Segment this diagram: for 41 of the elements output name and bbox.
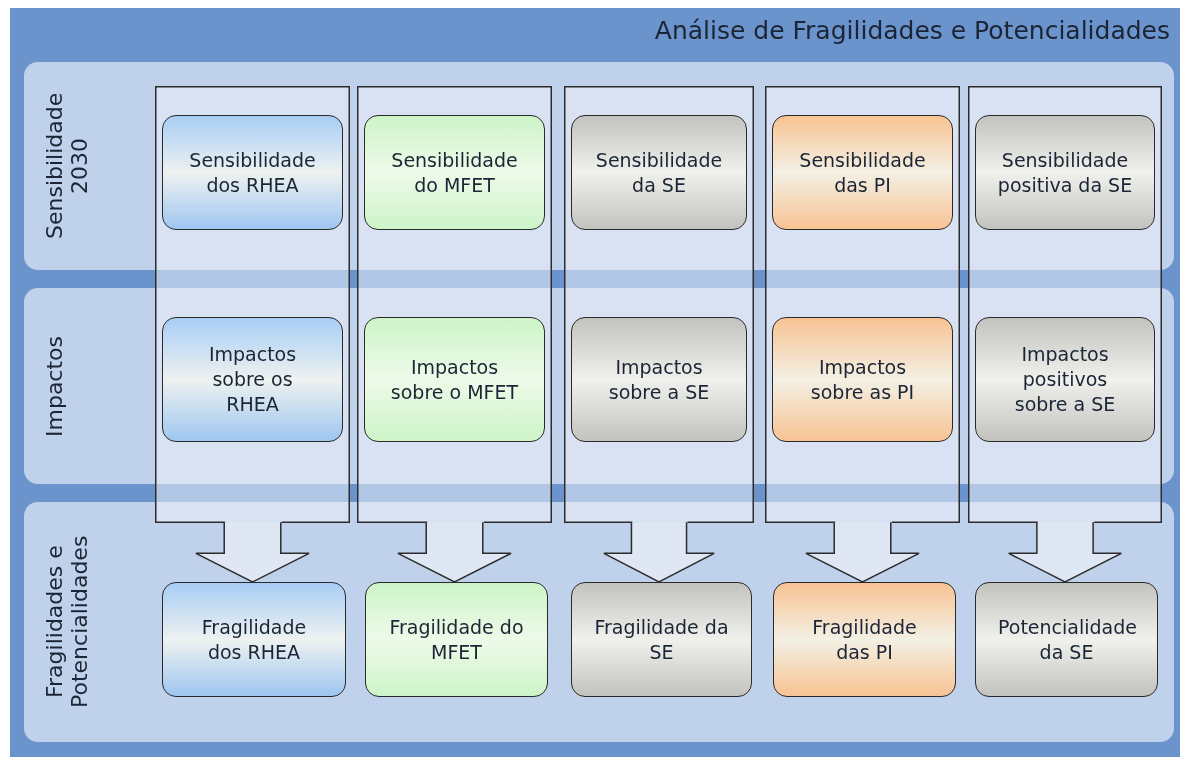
box-label: Impactos sobre a SE — [607, 354, 711, 405]
box-label: Impactos sobre as PI — [809, 354, 916, 405]
process-box — [571, 317, 747, 442]
block-arrow — [1008, 521, 1122, 583]
row-label: Fragilidades e Potencialidades — [42, 534, 93, 711]
box-label: Fragilidade dos RHEA — [200, 614, 308, 665]
box-label: Impactos sobre o MFET — [389, 354, 520, 405]
box-label: Sensibilidade dos RHEA — [188, 147, 317, 198]
block-arrow — [397, 521, 512, 583]
box-label: Fragilidade das PI — [811, 614, 918, 665]
block-arrow — [195, 521, 310, 583]
process-box — [772, 317, 953, 442]
box-label: Impactos sobre os RHEA — [207, 342, 298, 417]
result-box — [571, 582, 752, 697]
box-label: Sensibilidade da SE — [594, 147, 724, 198]
block-arrow — [603, 521, 715, 583]
box-label: Fragilidade do MFET — [388, 614, 525, 665]
box-label: Sensibilidade do MFET — [390, 147, 519, 198]
process-box — [975, 317, 1155, 442]
result-box — [365, 582, 548, 697]
process-box — [772, 115, 953, 230]
diagram-frame — [10, 8, 1180, 757]
row-label: Impactos — [42, 334, 68, 439]
result-box — [975, 582, 1158, 697]
box-label: Fragilidade da SE — [593, 614, 730, 665]
process-box — [571, 115, 747, 230]
row-band — [24, 502, 1174, 742]
box-label: Sensibilidade positiva da SE — [996, 147, 1134, 198]
block-arrow — [805, 521, 920, 583]
process-box — [364, 115, 545, 230]
diagram-title: Análise de Fragilidades e Potencialidades — [654, 16, 1170, 45]
result-box — [773, 582, 956, 697]
process-box — [162, 317, 343, 442]
box-label: Impactos positivos sobre a SE — [1013, 342, 1117, 417]
box-label: Sensibilidade das PI — [798, 147, 927, 198]
row-label: Sensibilidade 2030 — [42, 91, 93, 242]
process-box — [162, 115, 343, 230]
process-box — [364, 317, 545, 442]
box-label: Potencialidade da SE — [998, 614, 1135, 665]
process-box — [975, 115, 1155, 230]
result-box — [162, 582, 346, 697]
